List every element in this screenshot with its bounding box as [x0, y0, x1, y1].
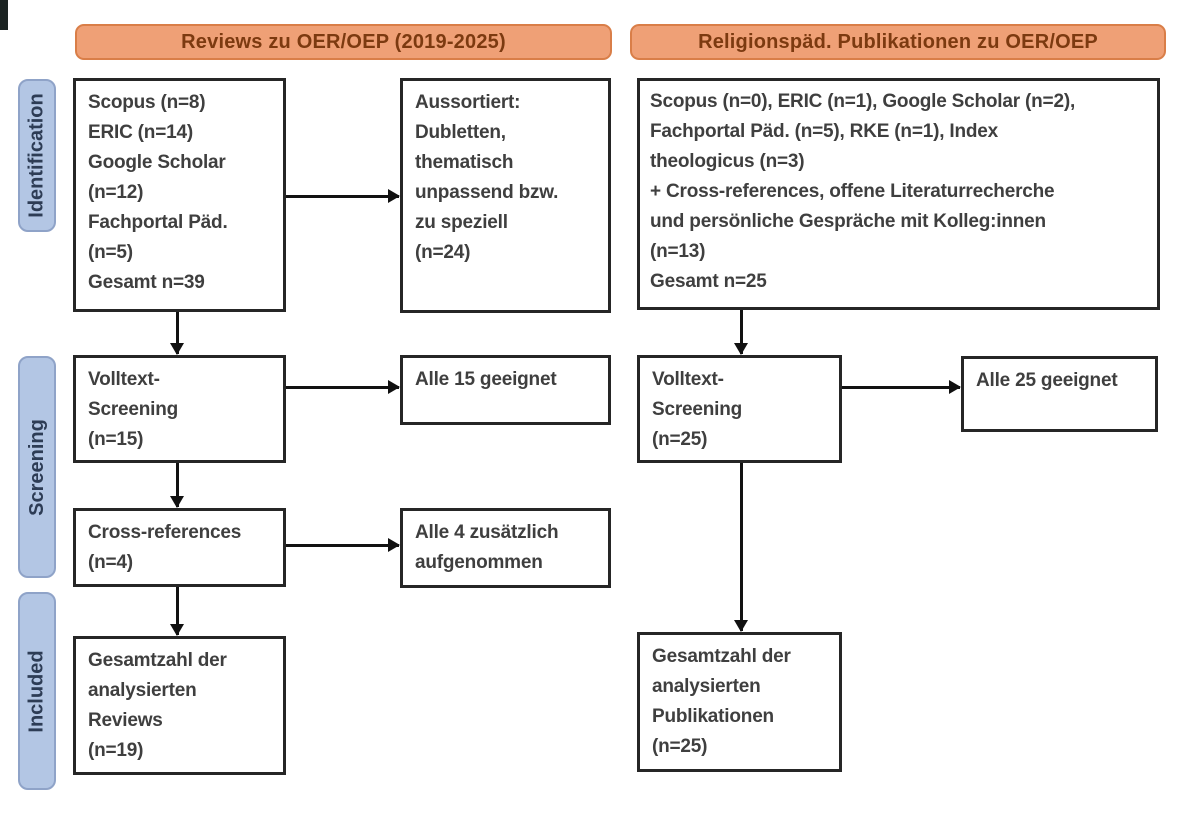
box-left-cross-references: Cross-references (n=4): [73, 508, 286, 587]
box-left-excluded: Aussortiert: Dubletten, thematisch unpas…: [400, 78, 611, 313]
box-left-included-total: Gesamtzahl der analysierten Reviews (n=1…: [73, 636, 286, 775]
stage-label-identification: Identification: [18, 79, 56, 232]
box-left-fulltext-result: Alle 15 geeignet: [400, 355, 611, 425]
header-right-publications-label: Religionspäd. Publikationen zu OER/OEP: [698, 30, 1098, 53]
arrow-left-fulltext-to-crossref: [170, 463, 184, 508]
arrow-right-fulltext-to-included: [734, 463, 748, 632]
stage-label-screening-text: Screening: [25, 418, 48, 516]
stage-label-screening: Screening: [18, 356, 56, 578]
box-left-identification-sources: Scopus (n=8) ERIC (n=14) Google Scholar …: [73, 78, 286, 312]
box-right-fulltext-result: Alle 25 geeignet: [961, 356, 1158, 432]
header-right-publications: Religionspäd. Publikationen zu OER/OEP: [630, 24, 1166, 60]
header-left-reviews-label: Reviews zu OER/OEP (2019-2025): [181, 30, 506, 53]
box-left-cross-references-result: Alle 4 zusätzlich aufgenommen: [400, 508, 611, 588]
arrow-right-fulltext-to-result: [842, 380, 961, 394]
box-left-fulltext-screening: Volltext- Screening (n=15): [73, 355, 286, 463]
arrow-left-sources-to-excluded: [286, 189, 400, 203]
box-right-included-total: Gesamtzahl der analysierten Publikatione…: [637, 632, 842, 772]
box-right-fulltext-screening: Volltext- Screening (n=25): [637, 355, 842, 463]
header-left-reviews: Reviews zu OER/OEP (2019-2025): [75, 24, 612, 60]
stage-label-included: Included: [18, 592, 56, 790]
arrow-right-sources-to-fulltext: [734, 310, 748, 355]
box-right-identification-sources: Scopus (n=0), ERIC (n=1), Google Scholar…: [637, 78, 1160, 310]
arrow-left-crossref-to-included: [170, 587, 184, 636]
stage-label-included-text: Included: [25, 649, 48, 733]
arrow-left-fulltext-to-result: [286, 380, 400, 394]
arrow-left-crossref-to-result: [286, 538, 400, 552]
stage-label-identification-text: Identification: [25, 93, 48, 218]
arrow-left-sources-to-fulltext: [170, 312, 184, 355]
edge-artifact: [0, 0, 8, 30]
